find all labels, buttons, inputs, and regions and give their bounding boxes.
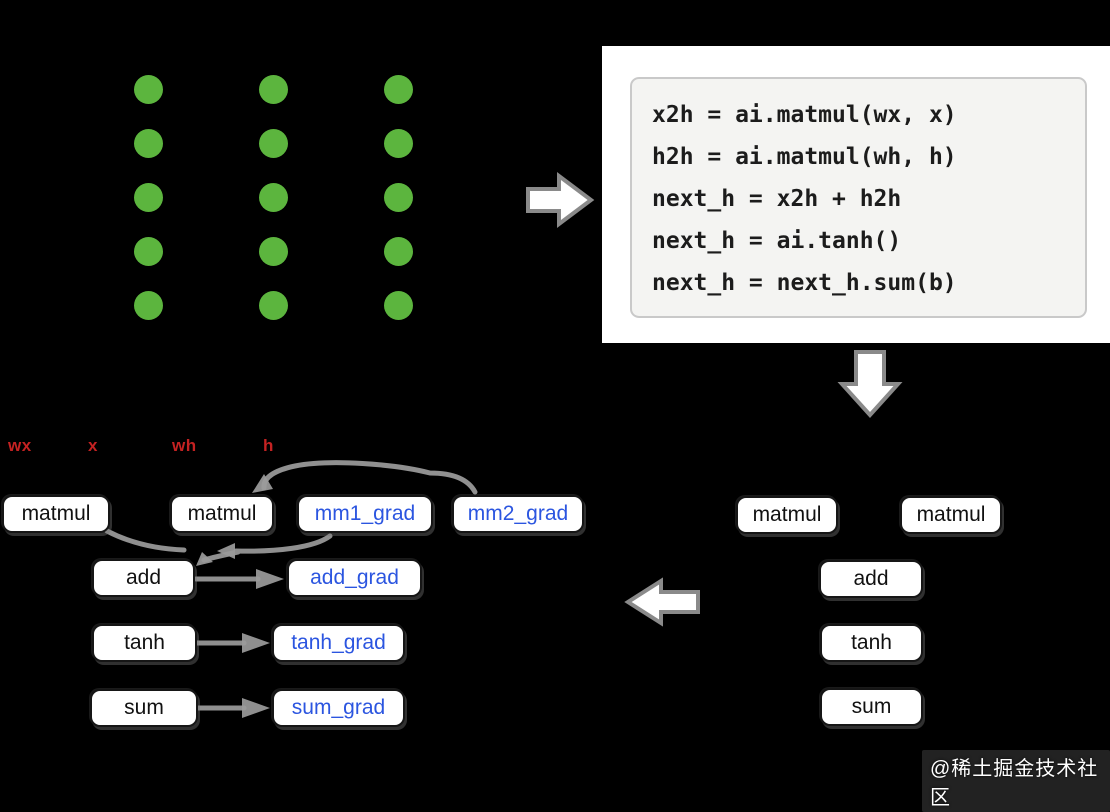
node-sum-grad: sum_grad (272, 689, 405, 727)
grad-connectors (104, 460, 478, 711)
node-right-add: add (819, 560, 923, 598)
neuron-dot (259, 291, 288, 320)
input-label-wh: wh (172, 436, 197, 455)
code-line: next_h = ai.tanh() (652, 228, 902, 254)
node-right-sum: sum (820, 688, 923, 726)
node-right-matmul-2: matmul (900, 496, 1002, 534)
node-sum: sum (90, 689, 198, 727)
neuron-dot (134, 237, 163, 266)
neuron-dot (384, 291, 413, 320)
code-line: next_h = next_h.sum(b) (652, 270, 957, 296)
neuron-dot (259, 75, 288, 104)
arrowhead-left (217, 543, 235, 559)
node-matmul-2: matmul (170, 495, 274, 533)
neuron-dot (134, 75, 163, 104)
code-line: h2h = ai.matmul(wh, h) (652, 144, 957, 170)
node-mm1-grad: mm1_grad (297, 495, 433, 533)
node-right-matmul-1: matmul (736, 496, 838, 534)
node-add: add (92, 559, 195, 597)
input-label-h: h (263, 436, 274, 455)
code-panel: x2h = ai.matmul(wx, x) h2h = ai.matmul(w… (602, 46, 1110, 343)
arrow-left-icon (624, 577, 700, 627)
neuron-dot (384, 75, 413, 104)
arrow-down-icon (837, 350, 903, 418)
arrowhead-into-add (196, 552, 213, 566)
line-matmul1-down (104, 528, 187, 553)
node-add-grad: add_grad (287, 559, 422, 597)
arrowhead-tanhgrad (242, 633, 270, 653)
neuron-dot (259, 183, 288, 212)
grad-arrowheads (196, 474, 284, 718)
code-line: next_h = x2h + h2h (652, 186, 902, 212)
node-right-tanh: tanh (820, 624, 923, 662)
input-label-wx: wx (8, 436, 32, 455)
arrowhead-addgrad (256, 569, 284, 589)
neuron-dot (259, 129, 288, 158)
neuron-dot (134, 291, 163, 320)
line-mm1grad-left (233, 533, 333, 554)
code-box: x2h = ai.matmul(wx, x) h2h = ai.matmul(w… (630, 77, 1087, 318)
input-label-x: x (88, 436, 98, 455)
arrow-right-icon (526, 172, 595, 228)
neuron-dot (134, 129, 163, 158)
node-mm2-grad: mm2_grad (452, 495, 584, 533)
neuron-dot (259, 237, 288, 266)
code-line: x2h = ai.matmul(wx, x) (652, 102, 957, 128)
watermark: @稀土掘金技术社区 (922, 750, 1110, 812)
neuron-dot (384, 237, 413, 266)
neuron-dot (384, 183, 413, 212)
arc-mm2grad-to-matmul2 (261, 460, 478, 495)
neuron-dot (384, 129, 413, 158)
node-tanh: tanh (92, 624, 197, 662)
node-matmul-1: matmul (2, 495, 110, 533)
neuron-dot (134, 183, 163, 212)
node-tanh-grad: tanh_grad (272, 624, 405, 662)
arrowhead-into-matmul2 (252, 474, 273, 493)
arrowhead-sumgrad (242, 698, 270, 718)
